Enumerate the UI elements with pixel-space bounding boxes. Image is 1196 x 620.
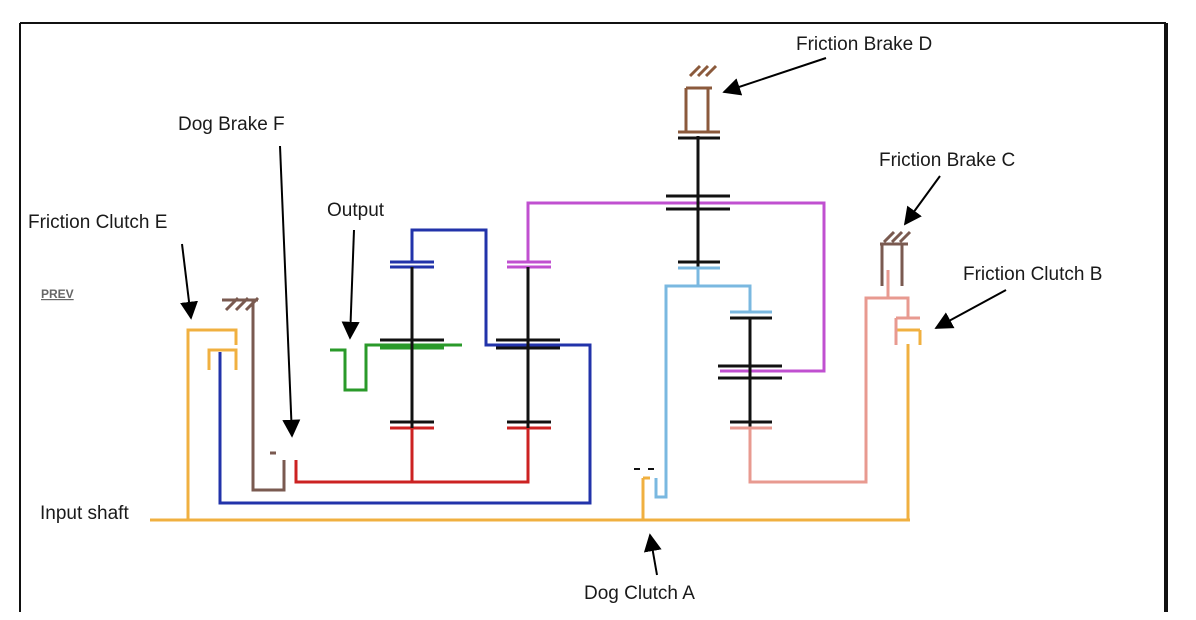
arrow-friction-brake-d (722, 57, 827, 96)
label-dog-brake-f: Dog Brake F (178, 114, 285, 135)
salmon-member (730, 270, 920, 484)
planet-shaft-2 (496, 267, 560, 428)
label-friction-brake-c: Friction Brake C (879, 150, 1015, 171)
callout-arrows (180, 57, 1007, 576)
planet-shaft-4 (718, 316, 782, 428)
friction-brake-c-ground (880, 230, 912, 286)
friction-clutch-e-cup (207, 348, 238, 370)
arrow-friction-clutch-b (934, 289, 1007, 329)
label-prev[interactable]: PREV (41, 287, 74, 301)
clutch-e-output-member (218, 228, 592, 505)
label-output: Output (327, 200, 385, 221)
arrow-friction-clutch-e (180, 243, 198, 320)
input-shaft-member (150, 328, 922, 522)
arrow-dog-brake-f (279, 145, 301, 438)
diagram-frame (19, 22, 1168, 612)
arrow-output (341, 229, 360, 340)
brake-f-member (294, 426, 551, 484)
arrow-friction-brake-c (903, 175, 941, 226)
label-friction-clutch-e: Friction Clutch E (28, 212, 167, 233)
light-blue-member (654, 266, 772, 499)
label-dog-clutch-a: Dog Clutch A (584, 583, 695, 604)
output-member (330, 343, 462, 392)
dog-brake-f-ground (222, 296, 286, 492)
label-input-shaft: Input shaft (40, 503, 129, 524)
label-friction-clutch-b: Friction Clutch B (963, 264, 1102, 285)
planet-shaft-1 (380, 267, 444, 428)
label-friction-brake-d: Friction Brake D (796, 34, 932, 55)
arrow-dog-clutch-a (643, 533, 662, 576)
planet-shaft-3 (666, 136, 730, 268)
brake-d-member (678, 64, 720, 134)
